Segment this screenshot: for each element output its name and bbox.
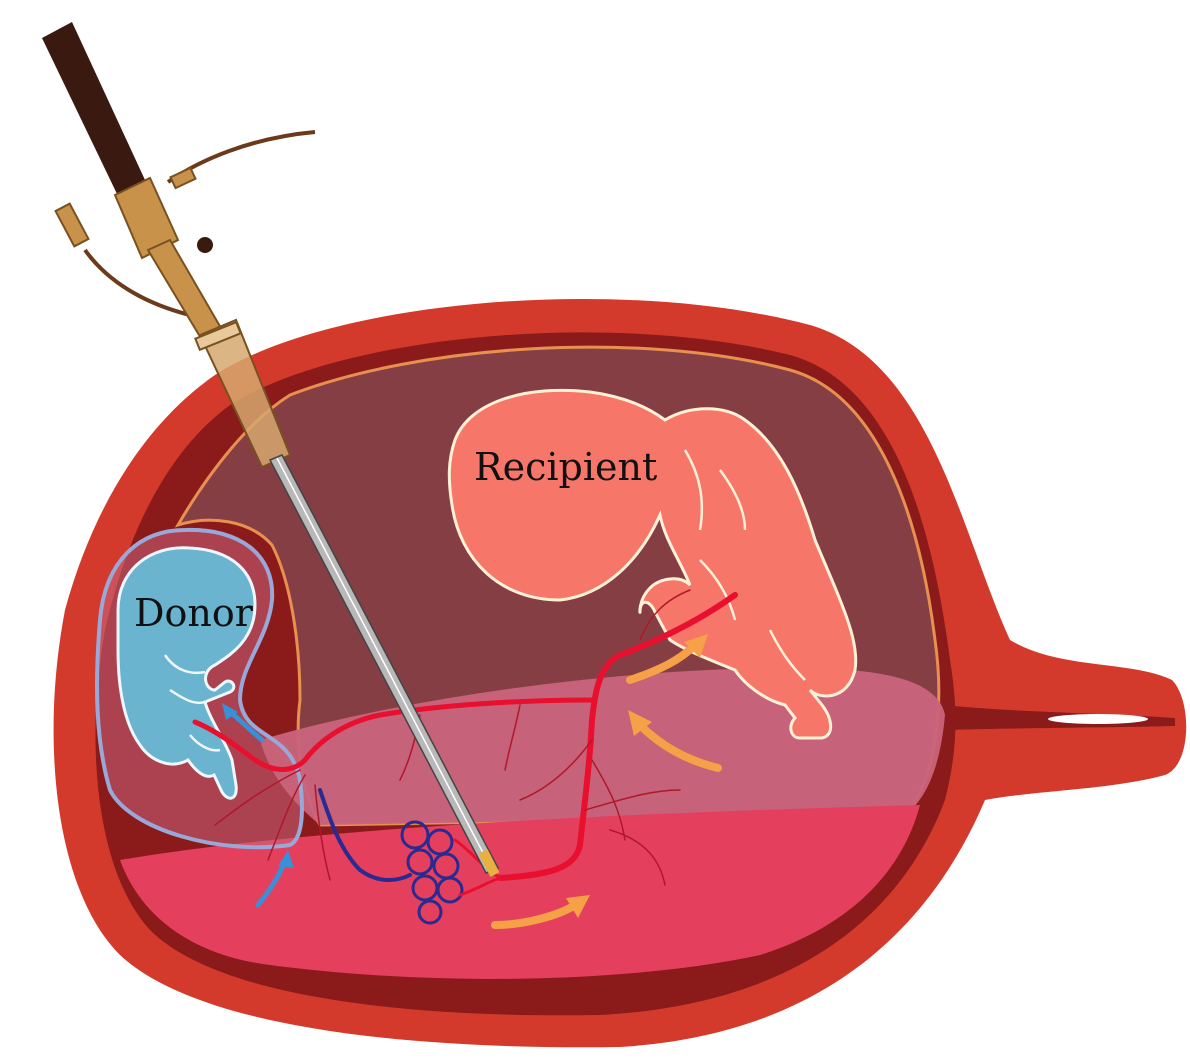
cervical-os xyxy=(1048,714,1148,724)
donor-vein xyxy=(318,788,412,882)
flow-arrow-icon xyxy=(626,641,699,684)
flow-arrow-head xyxy=(222,703,238,720)
fetoscope-side-cable xyxy=(83,248,191,317)
fetoscope-handle xyxy=(42,22,145,196)
fetoscope-shaft-highlight xyxy=(276,457,493,871)
artery-anastomosis xyxy=(192,697,595,772)
trocar-cap xyxy=(194,320,242,352)
recipient-umbilical-artery xyxy=(497,592,738,881)
flow-arrow-head xyxy=(628,710,652,736)
recipient-fetus xyxy=(447,388,858,740)
donor-fetus-body xyxy=(116,546,257,800)
fetoscope-light-port xyxy=(169,166,197,190)
vascular-anastomosis-cluster xyxy=(400,820,464,925)
recipient-flow-arrows xyxy=(491,634,722,929)
flow-arrow-head xyxy=(278,850,294,868)
fetoscope-icon xyxy=(42,22,500,877)
placental-vessels xyxy=(192,589,738,925)
recipient-fetus-limb-lines xyxy=(683,449,806,681)
fetoscope-valve-knob xyxy=(197,237,213,253)
donor-label: Donor xyxy=(134,591,254,635)
donor-flow-arrows xyxy=(222,703,294,908)
flow-arrow-icon xyxy=(491,901,579,929)
recipient-label: Recipient xyxy=(474,445,657,489)
flow-arrow-head xyxy=(684,634,708,658)
donor-fetus-arm-line xyxy=(163,654,221,752)
recipient-fetus-body xyxy=(447,388,858,740)
placenta xyxy=(120,805,920,979)
fetoscope-side-port xyxy=(54,202,90,248)
trocar-sheath xyxy=(198,318,292,469)
donor-fetus xyxy=(116,546,257,800)
anastomosis-artery-link xyxy=(453,838,502,897)
flow-arrow-icon xyxy=(636,721,722,772)
fetoscope-coupler xyxy=(113,176,180,260)
flow-arrow-head xyxy=(566,895,590,918)
laser-fiber-icon xyxy=(478,849,500,877)
capillary-branches xyxy=(214,589,691,886)
